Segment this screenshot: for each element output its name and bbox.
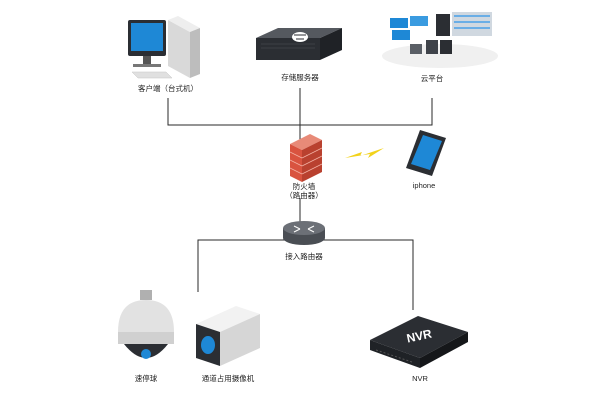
nvr-label: NVR (412, 374, 428, 383)
bullet-camera-label: 通道占用摄像机 (201, 374, 255, 383)
phone-label: iphone (412, 181, 436, 190)
nvr-device-icon: NVR (370, 316, 468, 368)
access-router-label: 接入路由器 (285, 252, 323, 261)
line-bottom-bus (197, 239, 414, 310)
nvr-device-text: NVR (405, 327, 433, 346)
firewall-label: 防火墙 （路由器） (285, 182, 323, 200)
bullet-camera-icon (196, 306, 260, 366)
phone-icon (406, 130, 446, 176)
speed-dome-label: 速停球 (134, 374, 158, 383)
access-router-icon (283, 221, 325, 245)
firewall-icon (289, 134, 323, 182)
speed-dome-camera-icon (118, 290, 174, 359)
cloud-platform-label: 云平台 (420, 74, 444, 83)
wireless-lightning-icon (345, 148, 384, 158)
firewall-label-line2: （路由器） (285, 191, 323, 200)
desktop-client-label: 客户端（台式机） (138, 84, 198, 93)
storage-server-icon (256, 28, 342, 60)
cloud-platform-icon (382, 12, 498, 68)
firewall-label-line1: 防火墙 (292, 182, 316, 191)
storage-server-label: 存储服务器 (281, 73, 319, 82)
desktop-client-icon (128, 16, 200, 79)
